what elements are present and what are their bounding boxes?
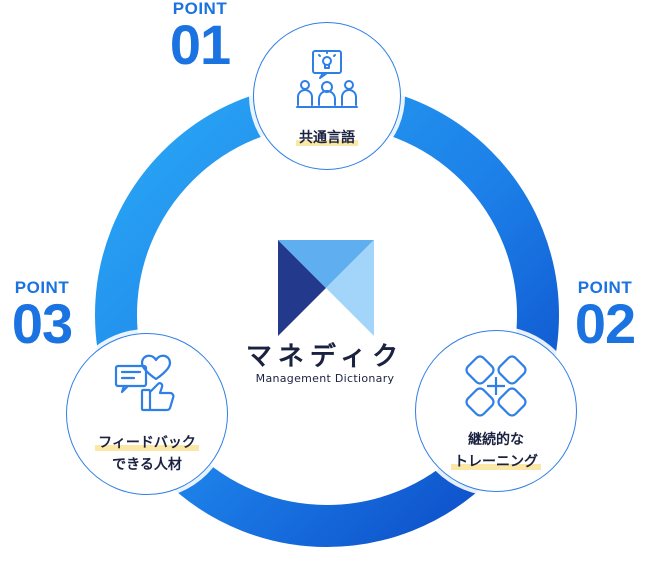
- point-01-node: 共通言語: [253, 22, 401, 170]
- point-01-marker: POINT 01: [158, 0, 242, 76]
- point-02-word: POINT: [577, 278, 633, 297]
- point-02-label: 継続的な トレーニング: [416, 429, 576, 473]
- meeting-idea-icon: [296, 50, 358, 108]
- point-02-number: 02: [574, 292, 636, 355]
- point-03-label: フィードバック できる人材: [67, 432, 227, 476]
- point-03-marker: POINT 03: [0, 278, 84, 355]
- point-02-node: 継続的な トレーニング: [415, 330, 577, 492]
- point-01-label: 共通言語: [254, 127, 400, 149]
- brand-subtitle: Management Dictionary: [255, 372, 395, 385]
- linked-chain-icon: [465, 355, 527, 417]
- point-01-number: 01: [169, 13, 231, 76]
- brand-name: マネディク: [245, 342, 405, 372]
- point-03-word: POINT: [14, 278, 70, 297]
- point-03-node: フィードバック できる人材: [66, 333, 228, 495]
- point-03-label-line-2: できる人材: [112, 457, 182, 473]
- point-03-label-line-1: フィードバック: [95, 435, 199, 451]
- point-02-label-line-2: トレーニング: [451, 454, 541, 470]
- point-02-label-line-1: 継続的な: [468, 432, 524, 448]
- point-02-marker: POINT 02: [563, 278, 647, 355]
- point-01-label-line-1: 共通言語: [296, 130, 358, 146]
- point-01-word: POINT: [172, 0, 228, 18]
- feedback-thumbs-up-icon: [114, 354, 175, 412]
- brand-logo-mark: [278, 240, 374, 336]
- point-03-number: 03: [11, 292, 73, 355]
